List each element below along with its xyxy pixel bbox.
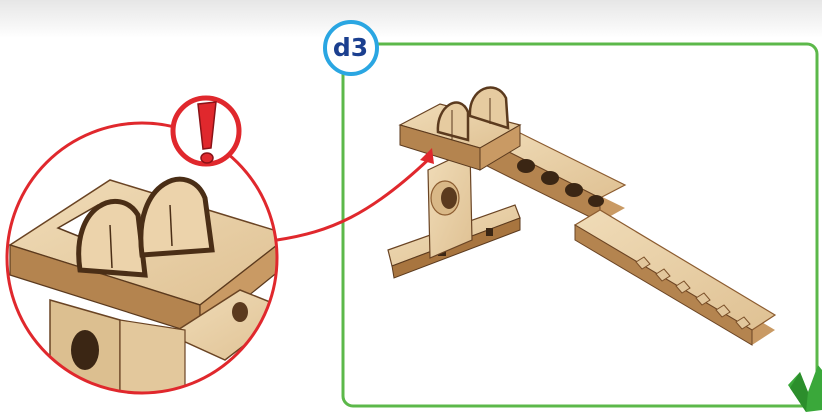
exclamation-icon	[173, 98, 239, 164]
assembled-part	[388, 88, 775, 345]
zoom-callout	[7, 123, 434, 400]
callout-connector	[277, 158, 430, 240]
step-label: d3	[327, 30, 374, 65]
